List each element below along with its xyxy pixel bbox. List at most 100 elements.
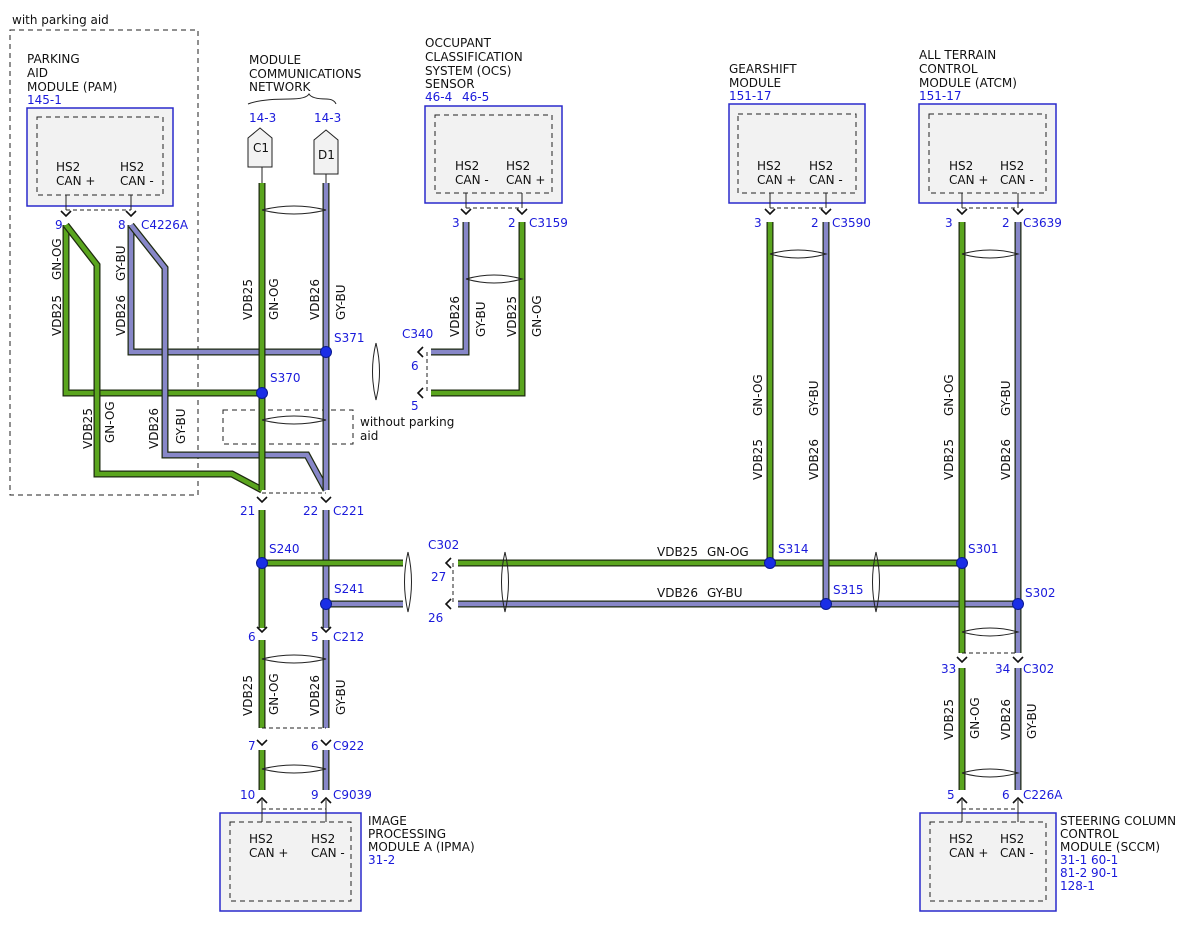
connector-arrow — [125, 210, 137, 218]
wire-ocs-gybu[interactable] — [431, 222, 470, 356]
c4226a-pin-9: 9 — [55, 218, 63, 232]
ocs-ref-2[interactable]: 46-5 — [462, 90, 489, 104]
ocs-pin1-a: HS2 — [455, 159, 479, 173]
c302-lower-pin-33: 33 — [941, 662, 956, 676]
ocs-vwire-gnog: GN-OG — [530, 295, 544, 337]
sccm-vwire-vdb26: VDB26 — [999, 699, 1013, 740]
c302-lower-label[interactable]: C302 — [1023, 662, 1054, 676]
mcn-c1-tag[interactable] — [247, 127, 273, 168]
connector-arrow — [764, 208, 776, 216]
sccm-ref-3[interactable]: 128-1 — [1060, 879, 1095, 893]
ipma-pin1-b: CAN + — [249, 846, 288, 860]
wire-pam-gnog-upper[interactable] — [62, 225, 262, 397]
ocs-pin2-a: HS2 — [506, 159, 530, 173]
sccm-module-box[interactable] — [919, 812, 1057, 912]
sccm-ref-1[interactable]: 31-1 60-1 — [1060, 853, 1118, 867]
atcm-inner — [928, 113, 1047, 194]
c3639-label[interactable]: C3639 — [1023, 216, 1062, 230]
c340-label[interactable]: C340 — [402, 327, 433, 341]
mcn-ref-c[interactable]: 14-3 — [249, 111, 276, 125]
splice-s370-label[interactable]: S370 — [270, 371, 301, 385]
splice-s371-label[interactable]: S371 — [334, 331, 365, 345]
atcm-vwire-gnog: GN-OG — [942, 374, 956, 416]
c3159-label[interactable]: C3159 — [529, 216, 568, 230]
gsm-ref[interactable]: 151-17 — [729, 89, 772, 103]
connector-arrow — [256, 796, 268, 804]
connector-arrow — [444, 557, 452, 569]
mcn-d1-tag[interactable] — [313, 129, 339, 175]
connector-arrow — [1012, 656, 1024, 664]
twist-symbol — [961, 768, 1020, 778]
twist-symbol — [261, 764, 327, 774]
c3590-label[interactable]: C3590 — [832, 216, 871, 230]
hwire-vdb25-label: VDB25 — [657, 545, 698, 559]
ipma-ref[interactable]: 31-2 — [368, 853, 395, 867]
connector-arrow — [60, 210, 72, 218]
sccm-pin1-a: HS2 — [949, 832, 973, 846]
c9039-label[interactable]: C9039 — [333, 788, 372, 802]
sccm-pin2-a: HS2 — [1000, 832, 1024, 846]
connector-arrow — [460, 208, 472, 216]
splice-s371[interactable] — [320, 346, 332, 358]
c226a-pin-6: 6 — [1002, 788, 1010, 802]
c221-pin-22: 22 — [303, 504, 318, 518]
connector-arrow — [516, 208, 528, 216]
gsm-module-box[interactable] — [728, 103, 866, 204]
splice-s240[interactable] — [256, 557, 268, 569]
ipma-module-box[interactable] — [219, 812, 362, 912]
c212-label[interactable]: C212 — [333, 630, 364, 644]
splice-s240-label[interactable]: S240 — [269, 542, 300, 556]
mcn-brace — [247, 93, 337, 105]
splice-s315[interactable] — [820, 598, 832, 610]
splice-s314[interactable] — [764, 557, 776, 569]
atcm-module-box[interactable] — [918, 103, 1057, 204]
ocs-module-box[interactable] — [424, 105, 563, 204]
pam-pin1-b: CAN + — [56, 174, 95, 188]
ocs-name-2: CLASSIFICATION — [425, 50, 523, 64]
splice-s301[interactable] — [956, 557, 968, 569]
ocs-ref-1[interactable]: 46-4 — [425, 90, 452, 104]
pam-ref[interactable]: 145-1 — [27, 93, 62, 107]
connector-arrow — [320, 796, 332, 804]
splice-s302[interactable] — [1012, 598, 1024, 610]
mcn-vwire-gnog: GN-OG — [267, 278, 281, 320]
connector-arrow — [956, 656, 968, 664]
wire-pam-gybu-lower[interactable] — [128, 222, 330, 492]
pam-vwire-vdb25: VDB25 — [50, 295, 64, 336]
c226a-pin-5: 5 — [947, 788, 955, 802]
pam-module-box[interactable] — [26, 107, 174, 207]
splice-s241-label[interactable]: S241 — [334, 582, 365, 596]
splice-s314-label[interactable]: S314 — [778, 542, 809, 556]
pam-inner — [36, 116, 164, 196]
connector-arrow — [1012, 208, 1024, 216]
wire-pam-gybu-upper[interactable] — [127, 225, 326, 356]
mcn-ref-d[interactable]: 14-3 — [314, 111, 341, 125]
splice-s370[interactable] — [256, 387, 268, 399]
twist-symbol — [961, 249, 1020, 259]
c221-label[interactable]: C221 — [333, 504, 364, 518]
wire-pam-gnog-lower[interactable] — [63, 222, 264, 494]
splice-s315-label[interactable]: S315 — [833, 583, 864, 597]
gsm-pin1-b: CAN + — [757, 173, 796, 187]
gsm-vwire-vdb26: VDB26 — [807, 439, 821, 480]
splice-s241[interactable] — [320, 598, 332, 610]
atcm-vwire-vdb26: VDB26 — [999, 439, 1013, 480]
atcm-ref[interactable]: 151-17 — [919, 89, 962, 103]
splice-s301-label[interactable]: S301 — [968, 542, 999, 556]
c302-upper-label[interactable]: C302 — [428, 538, 459, 552]
sccm-name-2: CONTROL — [1060, 827, 1119, 841]
connector-arrow — [320, 626, 332, 634]
c3159-pin-2: 2 — [508, 216, 516, 230]
sccm-pin2-b: CAN - — [1000, 846, 1034, 860]
wire-pam-gybu-upper-outline — [127, 225, 326, 356]
c922-label[interactable]: C922 — [333, 739, 364, 753]
c302-pin-26: 26 — [428, 611, 443, 625]
atcm-name-3: MODULE (ATCM) — [919, 76, 1017, 90]
mcn-vwire-vdb25: VDB25 — [241, 279, 255, 320]
c3159-pin-3: 3 — [452, 216, 460, 230]
splice-s302-label[interactable]: S302 — [1025, 586, 1056, 600]
sccm-ref-2[interactable]: 81-2 90-1 — [1060, 866, 1118, 880]
c226a-label[interactable]: C226A — [1023, 788, 1063, 802]
c4226a-label[interactable]: C4226A — [141, 218, 189, 232]
